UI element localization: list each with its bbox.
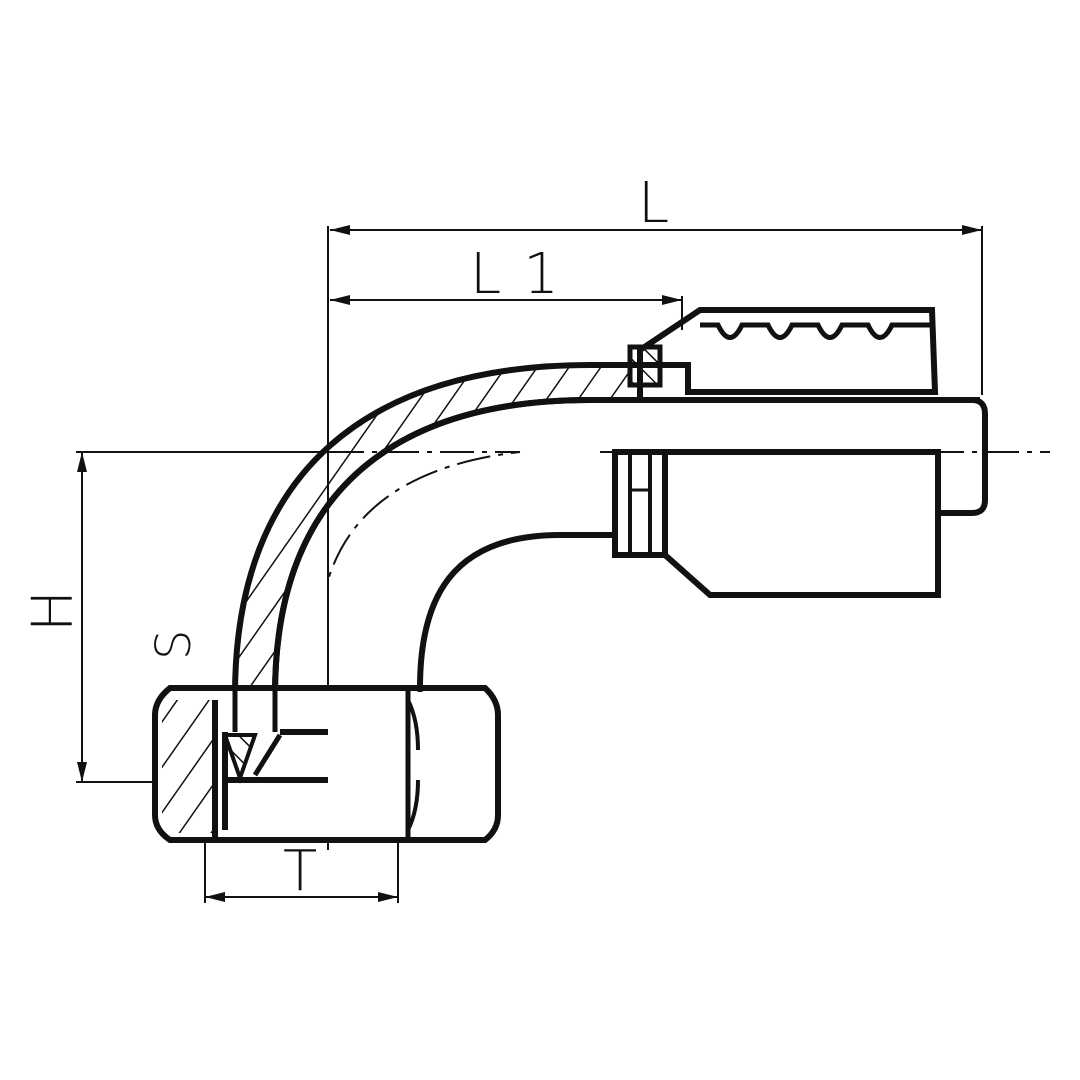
ferrule bbox=[627, 307, 941, 598]
ferrule-bottom bbox=[662, 449, 941, 598]
stem-end bbox=[660, 397, 988, 516]
stem-collar bbox=[612, 449, 668, 558]
nut-seat-line bbox=[252, 733, 283, 777]
ferrule-teeth bbox=[700, 322, 932, 340]
nut-face-curve-top bbox=[406, 699, 420, 751]
tube-wall-hatched bbox=[231, 362, 643, 698]
label-H: H bbox=[21, 590, 86, 632]
label-S: S bbox=[146, 630, 202, 660]
tube-inner-line bbox=[272, 397, 980, 696]
hex-nut bbox=[152, 685, 501, 843]
label-L: L bbox=[638, 171, 669, 236]
nut-face-curve-bottom bbox=[406, 779, 420, 831]
nut-outline bbox=[152, 685, 501, 843]
label-L1: L1 bbox=[470, 242, 581, 307]
tube-lower-sweep bbox=[417, 532, 612, 689]
right-stem bbox=[612, 397, 988, 558]
nut-hatched-section bbox=[162, 700, 215, 833]
dimension-lines bbox=[76, 225, 983, 903]
ferrule-top bbox=[637, 307, 939, 395]
ferrule-neck bbox=[627, 344, 663, 388]
nut-seat-cone bbox=[222, 733, 258, 785]
label-T: T bbox=[283, 839, 317, 904]
